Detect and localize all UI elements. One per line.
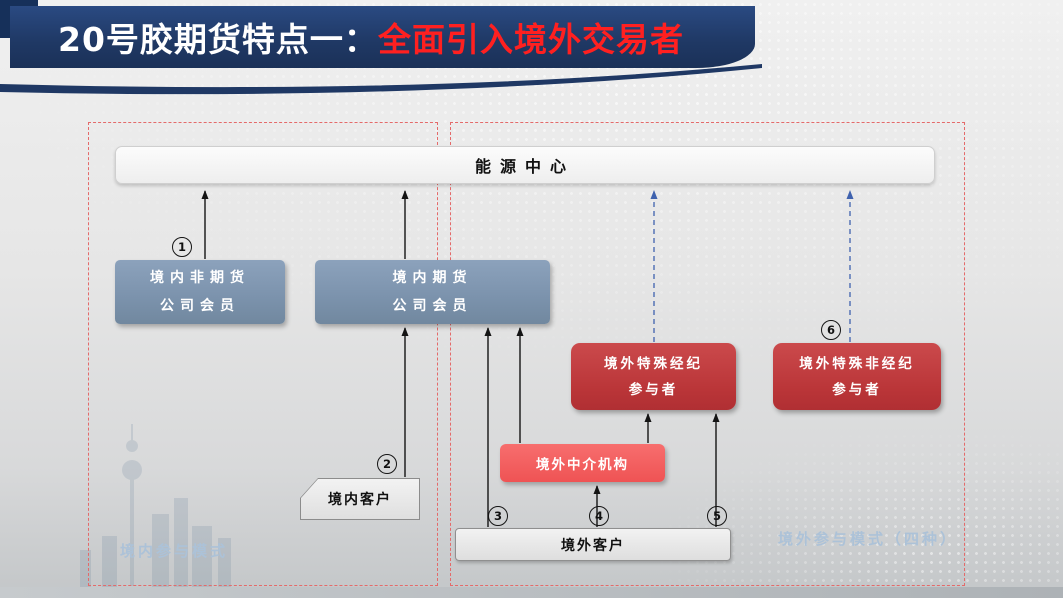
overseas-mode-label: 境外参与模式（四种） [778, 530, 959, 548]
title-banner: 20号胶期货特点一： 全面引入境外交易者 [10, 6, 755, 68]
node-domestic-futures-member: 境内期货 公司会员 [315, 260, 550, 324]
domestic-clients-label: 境内客户 [301, 479, 419, 519]
domestic-mode-label: 境内参与模式 [120, 542, 229, 560]
step-marker-5: 5 [707, 506, 727, 526]
bottom-accent-band [0, 587, 1063, 598]
step-marker-2: 2 [377, 454, 397, 474]
page-title-highlight: 全面引入境外交易者 [377, 20, 684, 59]
step-marker-3: 3 [488, 506, 508, 526]
node-overseas-clients: 境外客户 [455, 528, 731, 561]
node-overseas-special-non-brokerage-participant: 境外特殊非经纪 参与者 [773, 343, 941, 410]
node-overseas-intermediary: 境外中介机构 [500, 444, 665, 482]
node-domestic-non-futures-member: 境内非期货 公司会员 [115, 260, 285, 324]
step-marker-6: 6 [821, 320, 841, 340]
step-marker-1: 1 [172, 237, 192, 257]
node-domestic-clients: 境内客户 [300, 478, 420, 520]
banner-swoosh [0, 64, 762, 95]
page-title: 20号胶期货特点一： [58, 20, 378, 59]
step-marker-4: 4 [589, 506, 609, 526]
node-overseas-special-brokerage-participant: 境外特殊经纪 参与者 [571, 343, 736, 410]
energy-center-bar: 能源中心 [115, 146, 935, 184]
